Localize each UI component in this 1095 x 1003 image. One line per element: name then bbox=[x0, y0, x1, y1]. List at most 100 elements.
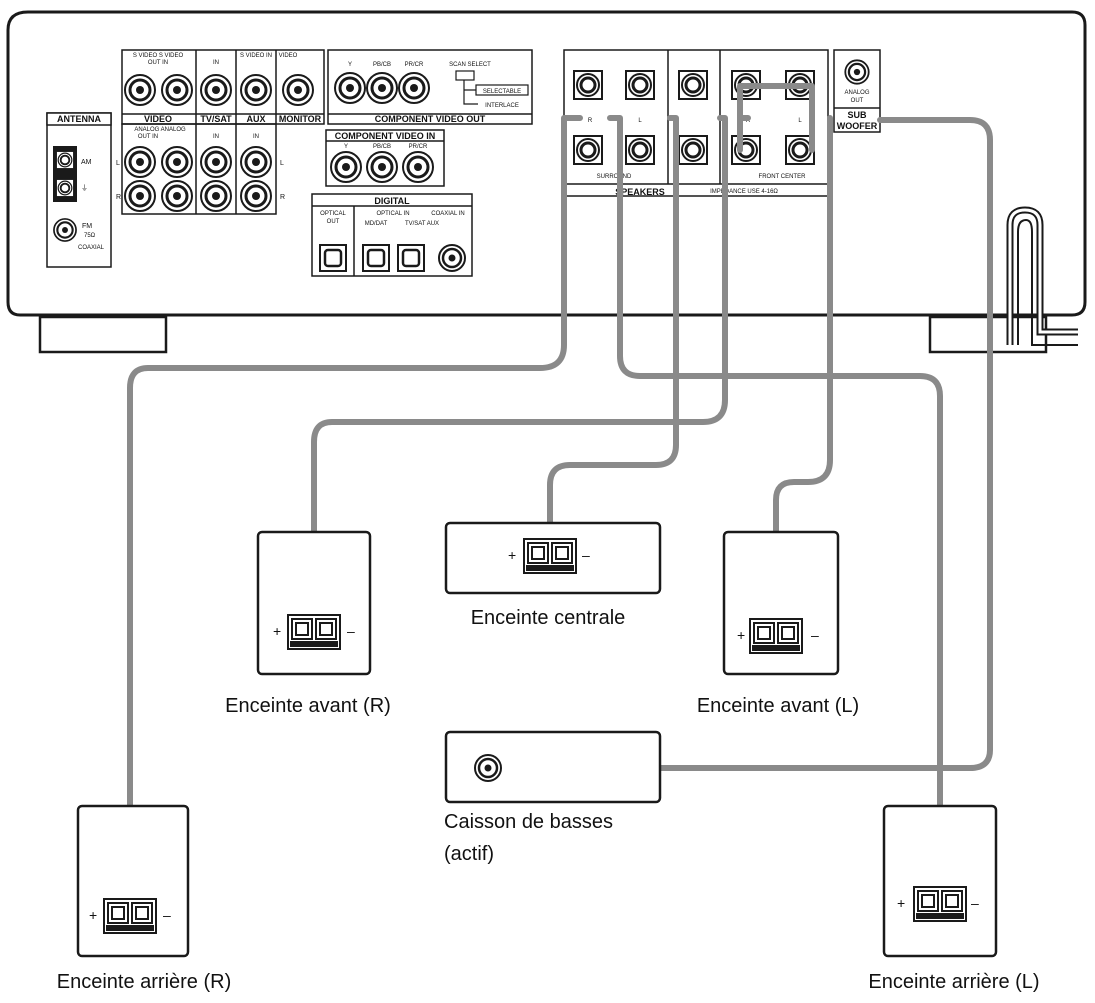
rear-left-plus: + bbox=[897, 895, 905, 911]
subwoofer-input-jack[interactable] bbox=[473, 753, 503, 783]
monitor-jack[interactable] bbox=[281, 73, 315, 107]
comp-in-pr-label: PR/CR bbox=[409, 144, 428, 150]
svideo-out-jack[interactable] bbox=[123, 73, 157, 107]
video-inputs-section: S VIDEO S VIDEO OUT IN IN S VIDEO IN VID… bbox=[116, 49, 325, 215]
rear-left-speaker: + – Enceinte arrière (L) bbox=[868, 804, 1040, 993]
front-right-plus: + bbox=[273, 623, 281, 639]
scan-select-switch[interactable] bbox=[455, 70, 475, 81]
mdcd-label: MD/DAT bbox=[365, 221, 388, 227]
center-label: Enceinte centrale bbox=[471, 607, 626, 629]
comp-out-y-jack[interactable] bbox=[333, 71, 367, 105]
subwoofer-speaker: Caisson de basses (actif) bbox=[444, 730, 662, 865]
component-out-label: COMPONENT VIDEO OUT bbox=[375, 114, 486, 124]
sub-label-2: WOOFER bbox=[837, 121, 878, 131]
optical-in-tvsat-port[interactable] bbox=[396, 243, 426, 273]
component-video-out-section: Y PB/CB PR/CR SCAN SELECT SELECTABLE INT… bbox=[327, 49, 533, 125]
svideo-header: S VIDEO S VIDEO bbox=[133, 53, 184, 59]
front-left-plus: + bbox=[737, 627, 745, 643]
subwoofer-out-section: ANALOG OUT SUB WOOFER bbox=[833, 49, 881, 133]
svideo-aux-jack[interactable] bbox=[239, 73, 273, 107]
front-right-label: Enceinte avant (R) bbox=[225, 695, 391, 717]
rear-left-label: Enceinte arrière (L) bbox=[868, 971, 1039, 993]
front-r-label: R bbox=[746, 118, 751, 124]
audio-aux-l-jack[interactable] bbox=[239, 145, 273, 179]
coaxial-in-label: COAXIAL IN bbox=[431, 211, 464, 217]
svideo-in-label: S VIDEO IN bbox=[240, 53, 272, 59]
comp-out-y-label: Y bbox=[348, 62, 352, 68]
comp-out-pb-jack[interactable] bbox=[365, 71, 399, 105]
audio-video-out-r-jack[interactable] bbox=[123, 179, 157, 213]
optical-out-label: OPTICAL bbox=[320, 211, 346, 217]
comp-in-pb-jack[interactable] bbox=[365, 150, 399, 184]
audio-video-in-l-jack[interactable] bbox=[160, 145, 194, 179]
sub-label-1: SUB bbox=[847, 110, 867, 120]
rear-right-minus: – bbox=[163, 907, 171, 923]
optical-in-mdcd-port[interactable] bbox=[361, 243, 391, 273]
front-right-minus: – bbox=[347, 623, 355, 639]
coaxial-in-jack[interactable] bbox=[437, 243, 467, 273]
aux-r-label: R bbox=[280, 194, 285, 201]
comp-in-pr-jack[interactable] bbox=[401, 150, 435, 184]
video-top-label: VIDEO bbox=[279, 53, 298, 59]
front-l-label: L bbox=[798, 118, 802, 124]
center-minus-terminal[interactable] bbox=[677, 134, 709, 166]
center-minus: – bbox=[582, 547, 590, 563]
audio-video-in-r-jack[interactable] bbox=[160, 179, 194, 213]
surround-l-minus-terminal[interactable] bbox=[624, 134, 656, 166]
video-label: VIDEO bbox=[144, 114, 172, 124]
front-left-minus: – bbox=[811, 627, 819, 643]
surround-l-plus-terminal[interactable] bbox=[624, 69, 656, 101]
front-left-label: Enceinte avant (L) bbox=[697, 695, 859, 717]
subwoofer-out-jack[interactable] bbox=[844, 59, 870, 85]
center-plus-terminal[interactable] bbox=[677, 69, 709, 101]
comp-in-y-jack[interactable] bbox=[329, 150, 363, 184]
selectable-label: SELECTABLE bbox=[483, 89, 521, 95]
svideo-in-jack[interactable] bbox=[160, 73, 194, 107]
video-r-label: R bbox=[116, 194, 121, 201]
front-right-speaker: + – Enceinte avant (R) bbox=[225, 530, 391, 717]
digital-section: DIGITAL OPTICAL OUT OPTICAL IN COAXIAL I… bbox=[311, 193, 473, 277]
comp-in-pb-label: PB/CB bbox=[373, 144, 391, 150]
antenna-label: ANTENNA bbox=[57, 114, 101, 124]
video-l-label: L bbox=[116, 160, 120, 167]
am-terminal-upper[interactable] bbox=[55, 150, 75, 170]
speakers-label: SPEAKERS bbox=[615, 187, 665, 197]
fm-coaxial-jack[interactable] bbox=[52, 217, 78, 243]
front-r-minus-terminal[interactable] bbox=[730, 134, 762, 166]
fm-label: FM bbox=[82, 223, 92, 230]
audio-aux-r-jack[interactable] bbox=[239, 179, 273, 213]
cable-subwoofer bbox=[487, 117, 993, 771]
antenna-section: ANTENNA AM ⏚ FM 75Ω COAXIAL bbox=[46, 112, 112, 268]
analog-tvsat-in-label: IN bbox=[213, 134, 219, 140]
comp-in-y-label: Y bbox=[344, 144, 348, 150]
comp-out-pr-jack[interactable] bbox=[397, 71, 431, 105]
subwoofer-label-2: (actif) bbox=[444, 843, 494, 865]
coaxial-label: COAXIAL bbox=[78, 245, 105, 251]
component-in-label: COMPONENT VIDEO IN bbox=[335, 131, 436, 141]
fm-ohm-label: 75Ω bbox=[84, 233, 96, 239]
center-plus: + bbox=[508, 547, 516, 563]
video-outin-label: OUT IN bbox=[148, 60, 168, 66]
tvsat-aux-label: TV/SAT AUX bbox=[405, 221, 439, 227]
am-terminal-lower[interactable] bbox=[55, 178, 75, 198]
surround-r-plus-terminal[interactable] bbox=[572, 69, 604, 101]
optical-out-port[interactable] bbox=[318, 243, 348, 273]
surround-r-minus-terminal[interactable] bbox=[572, 134, 604, 166]
power-cord bbox=[1006, 206, 1078, 346]
surround-l-label: L bbox=[638, 118, 642, 124]
tvsat-in-label: IN bbox=[213, 60, 219, 66]
am-label: AM bbox=[81, 159, 92, 166]
sub-out-label: OUT bbox=[851, 98, 864, 104]
audio-tvsat-l-jack[interactable] bbox=[199, 145, 233, 179]
center-speaker: + – Enceinte centrale bbox=[444, 521, 662, 629]
optical-out-sub-label: OUT bbox=[327, 219, 340, 225]
audio-tvsat-r-jack[interactable] bbox=[199, 179, 233, 213]
optical-in-label: OPTICAL IN bbox=[376, 211, 409, 217]
svideo-tvsat-jack[interactable] bbox=[199, 73, 233, 107]
subwoofer-label-1: Caisson de basses bbox=[444, 811, 613, 833]
impedance-label: IMPEDANCE USE 4-16Ω bbox=[710, 189, 778, 195]
rear-right-plus: + bbox=[89, 907, 97, 923]
audio-video-out-l-jack[interactable] bbox=[123, 145, 157, 179]
